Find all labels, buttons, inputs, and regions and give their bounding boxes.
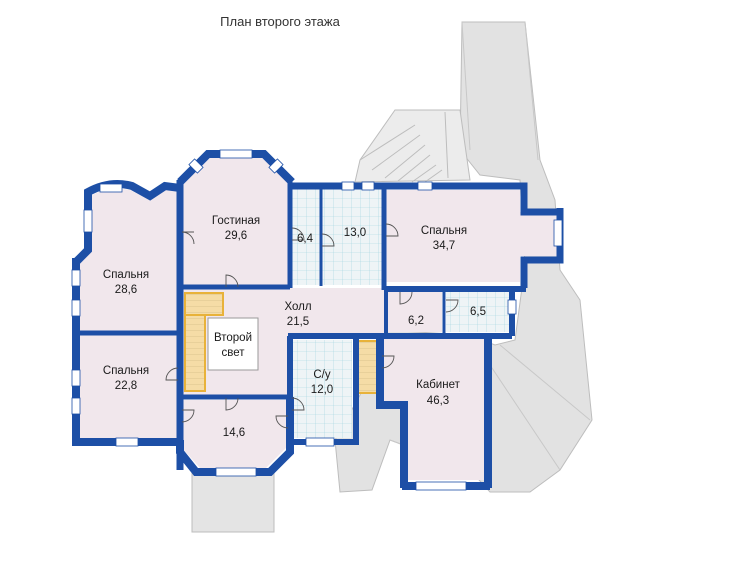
door-left-bedroom bbox=[165, 367, 179, 381]
roof-stair-cover bbox=[354, 109, 471, 183]
bedroom-right-bay-fill bbox=[520, 212, 558, 256]
bedroom-right-name: Спальня bbox=[421, 225, 467, 237]
wall-left-outer bbox=[72, 258, 180, 446]
wc-small-area: 6,2 bbox=[408, 315, 424, 327]
stair-top-steps bbox=[186, 294, 222, 314]
room-fills bbox=[80, 158, 558, 480]
living-room-name: Гостиная bbox=[212, 215, 260, 227]
door-bay bbox=[225, 397, 239, 411]
wc-small-fill bbox=[388, 292, 442, 332]
living-room-area: 29,6 bbox=[225, 230, 247, 242]
bedroom-right-area: 34,7 bbox=[433, 240, 455, 252]
hall-area: 21,5 bbox=[287, 316, 309, 328]
windows bbox=[71, 149, 563, 491]
doors bbox=[165, 223, 459, 429]
bath-large-fill bbox=[322, 188, 382, 285]
plan-title: План второго этажа bbox=[220, 14, 340, 29]
door-wc bbox=[399, 291, 413, 305]
stair-left-steps bbox=[186, 294, 204, 390]
window-8 bbox=[219, 149, 253, 159]
room-labels: Спальня 28,6 Спальня 22,8 Гостиная 29,6 … bbox=[103, 215, 486, 439]
stair-center-steps bbox=[358, 342, 378, 392]
door-bay-east bbox=[275, 415, 289, 429]
window-5 bbox=[115, 437, 139, 447]
bathroom-su-area: 12,0 bbox=[311, 384, 333, 396]
roof-ridge bbox=[389, 21, 591, 471]
study-area: 46,3 bbox=[427, 395, 449, 407]
bedroom-left-bottom-area: 22,8 bbox=[115, 380, 137, 392]
window-18 bbox=[507, 299, 517, 315]
bedroom-left-top-name: Спальня bbox=[103, 269, 149, 281]
window-10 bbox=[268, 158, 284, 174]
void-box bbox=[207, 317, 259, 371]
window-7 bbox=[99, 183, 123, 193]
bedroom-right-fill bbox=[386, 190, 520, 282]
window-16 bbox=[215, 467, 257, 477]
void-line1: Второй bbox=[214, 332, 252, 344]
window-1 bbox=[71, 269, 81, 287]
door-bath-large bbox=[321, 233, 335, 247]
bath-small-fill bbox=[292, 188, 320, 285]
window-13 bbox=[417, 181, 433, 191]
wall-top-baths bbox=[290, 182, 560, 216]
bathroom-su-name: С/у bbox=[313, 369, 331, 381]
door-wc2 bbox=[445, 299, 459, 313]
door-bay2 bbox=[181, 409, 195, 423]
bay-room-fill bbox=[182, 400, 286, 468]
bedroom-left-top-area: 28,6 bbox=[115, 284, 137, 296]
hall-name: Холл bbox=[284, 301, 311, 313]
bedroom-left-bottom-name: Спальня bbox=[103, 365, 149, 377]
window-9 bbox=[188, 158, 204, 174]
window-4 bbox=[71, 397, 81, 415]
window-6 bbox=[83, 209, 93, 233]
wall-study-west bbox=[376, 338, 408, 488]
wc-tiled-fill bbox=[446, 292, 510, 332]
window-17 bbox=[305, 437, 335, 447]
door-bedroom-right bbox=[385, 223, 399, 237]
window-12 bbox=[361, 181, 375, 191]
bath-small-area: 6,4 bbox=[297, 233, 314, 245]
bedroom-left-top-fill bbox=[80, 188, 178, 332]
roof-stair-lines bbox=[359, 111, 449, 183]
staircases bbox=[184, 292, 380, 394]
void-line2: свет bbox=[221, 347, 245, 359]
door-living bbox=[181, 231, 195, 245]
door-su bbox=[291, 397, 305, 411]
window-11 bbox=[341, 181, 355, 191]
door-bath-small bbox=[291, 227, 305, 241]
bathroom-su-fill bbox=[292, 340, 352, 438]
study-name: Кабинет bbox=[416, 379, 460, 391]
bay-room-area: 14,6 bbox=[223, 427, 245, 439]
window-15 bbox=[415, 481, 467, 491]
living-room-fill bbox=[182, 158, 288, 285]
window-3 bbox=[71, 369, 81, 387]
window-14 bbox=[553, 219, 563, 247]
bath-large-area: 13,0 bbox=[344, 227, 366, 239]
door-living-hall bbox=[225, 274, 239, 288]
bedroom-left-bottom-fill bbox=[80, 334, 178, 438]
window-2 bbox=[71, 299, 81, 317]
terrace-bottom bbox=[191, 469, 275, 533]
door-study bbox=[381, 355, 395, 369]
wc-tiled-area: 6,5 bbox=[470, 306, 486, 318]
